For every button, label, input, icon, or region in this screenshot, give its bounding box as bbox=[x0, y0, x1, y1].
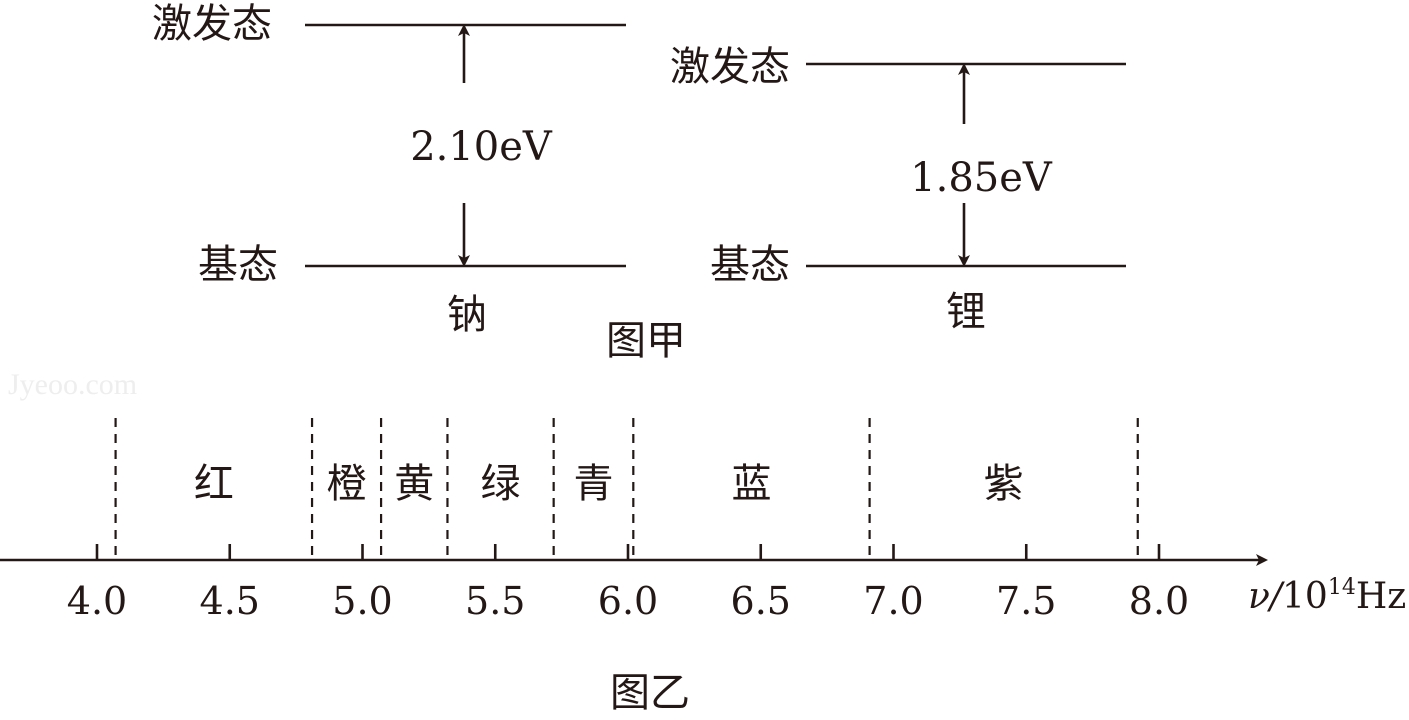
lithium-ground-label: 基态 bbox=[710, 242, 790, 288]
band-label: 红 bbox=[194, 461, 234, 507]
tick-label: 8.0 bbox=[1129, 579, 1189, 623]
band-label: 橙 bbox=[327, 461, 367, 507]
figure-b-caption: 图乙 bbox=[610, 670, 690, 716]
sodium-energy-gap: 2.10eV bbox=[410, 124, 553, 170]
lithium-diagram: 激发态 1.85eV 基态 锂 bbox=[670, 44, 1126, 335]
spectrum-diagram: 红 橙黄 绿 青 蓝 紫 4.0 4.5 5.0 5.5 6.0 6.5 7.0 7.5 8.0 ν/10… bbox=[0, 418, 1406, 623]
tick-label: 5.5 bbox=[465, 579, 525, 623]
tick-labels: 4.0 4.5 5.0 5.5 6.0 6.5 7.0 7.5 8.0 bbox=[67, 579, 1189, 623]
sodium-ground-label: 基态 bbox=[198, 242, 278, 288]
tick-label: 5.0 bbox=[332, 579, 392, 623]
axis-label-exp: 14 bbox=[1328, 575, 1356, 600]
tick-marks bbox=[95, 544, 1161, 560]
sodium-excited-label: 激发态 bbox=[152, 1, 272, 47]
band-label: 紫 bbox=[984, 461, 1024, 507]
sodium-name: 钠 bbox=[447, 292, 487, 338]
band-labels: 红 橙黄 绿 青 蓝 紫 bbox=[194, 461, 1024, 507]
lithium-excited-label: 激发态 bbox=[670, 44, 790, 90]
figure-a-caption: 图甲 bbox=[606, 318, 686, 364]
tick-label: 4.0 bbox=[67, 579, 127, 623]
tick-label: 7.5 bbox=[996, 579, 1056, 623]
axis-label-base: 10 bbox=[1282, 576, 1328, 617]
lithium-energy-gap: 1.85eV bbox=[910, 155, 1053, 201]
watermark: Jyeoo.com bbox=[8, 368, 137, 401]
band-label: 绿 bbox=[481, 461, 521, 507]
sodium-diagram: 激发态 2.10eV 基态 钠 bbox=[152, 1, 626, 338]
axis-label-var: ν/ bbox=[1248, 576, 1286, 617]
lithium-name: 锂 bbox=[946, 289, 986, 335]
axis-label: ν/1014Hz bbox=[1248, 575, 1406, 617]
band-boundaries bbox=[114, 418, 1139, 560]
band-label: 青 bbox=[573, 461, 613, 507]
axis-label-unit: Hz bbox=[1356, 576, 1406, 617]
band-label: 黄 bbox=[394, 461, 434, 507]
tick-label: 7.0 bbox=[863, 579, 923, 623]
band-label: 蓝 bbox=[731, 461, 771, 507]
tick-label: 6.0 bbox=[598, 579, 658, 623]
tick-label: 6.5 bbox=[731, 579, 791, 623]
tick-label: 4.5 bbox=[200, 579, 260, 623]
